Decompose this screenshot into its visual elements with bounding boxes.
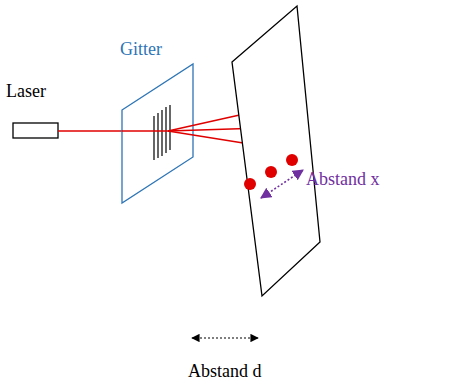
distance-x-arrow: [261, 170, 303, 198]
laser-beam: [58, 130, 168, 132]
distance-x-label: Abstand x: [306, 170, 380, 190]
screen: [232, 6, 320, 296]
distance-d-arrow: [192, 337, 258, 338]
distance-d-label: Abstand d: [188, 362, 262, 382]
laser-label: Laser: [6, 82, 46, 102]
diffraction-dots: [244, 154, 298, 190]
laser-body: [13, 123, 58, 138]
grating-label: Gitter: [120, 40, 162, 60]
grating-lines: [154, 105, 170, 160]
laser-beam: [122, 130, 168, 132]
